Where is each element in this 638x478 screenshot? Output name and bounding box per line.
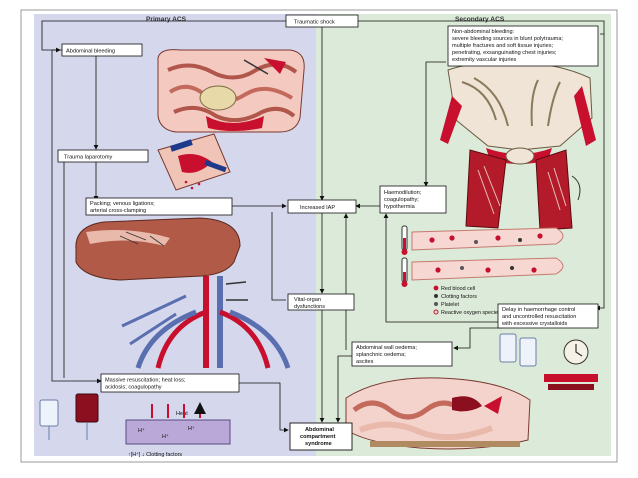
acs-box: Abdominal compartment syndrome [289,422,353,451]
vital-organ-line-1: Vital-organ [294,297,321,303]
bottom-caption: ↑[H⁺] ↓ Clotting factors [128,452,182,458]
traumatic-shock-box: Traumatic shock [285,14,359,28]
non-abdominal-line-2: severe bleeding sources in blunt polytra… [452,36,563,42]
delay-line-2: and uncontrolled resuscitation [502,314,576,320]
heat-illustration: Heat H⁺ H⁺ H⁺ ↑[H⁺] ↓ Clotting factors [125,404,231,458]
flow-arrows [41,20,605,433]
legend-swatch-ros [433,309,439,315]
legend-label-ros: Reactive oxygen species [441,310,501,316]
spine-bowel-illustration [345,377,531,450]
abdomen-illustration [157,49,305,133]
acs-line-1: Abdominal [305,427,334,433]
legend-swatch-platelet [434,302,438,306]
torso-illustration [440,61,596,231]
abdominal-bleeding-box: Abdominal bleeding [61,43,143,57]
haemodilution-line-3: hypothermia [384,204,416,210]
delay-line-3: with excessive crystalloids [501,321,567,327]
vital-organ-box: Vital-organ dysfunctions [287,293,355,311]
increased-iap-box: Increased IAP [287,199,357,214]
acs-line-2: compartment [300,434,336,440]
increased-iap-label: Increased IAP [300,205,335,211]
non-abdominal-line-4: penetrating, exsanguinating chest injuri… [452,50,557,56]
ions-label: H⁺ [138,428,145,434]
legend: Red blood cell Clotting factors Platelet… [433,285,501,316]
haemodilution-line-1: Haemodilution; [384,190,422,196]
ions-label-3: H⁺ [188,426,195,432]
crystalloid-illustration [499,333,598,390]
abdominal-wall-line-2: splanchnic oedema; [356,352,406,358]
vital-organ-line-2: dysfunctions [294,304,325,310]
trauma-laparotomy-box: Trauma laparotomy [57,149,149,163]
acs-line-3: syndrome [305,441,332,447]
massive-resuscitation-line-1: Massive resuscitation; heat loss; [105,378,186,384]
legend-label-rbc: Red blood cell [441,286,475,292]
massive-resuscitation-box: Massive resuscitation; heat loss; acidos… [100,373,240,393]
massive-resuscitation-line-2: acidosis; coagulopathy [105,385,162,391]
packing-box: Packing; venous ligations; arterial cros… [85,197,233,216]
packing-line-1: Packing; venous ligations; [90,201,155,207]
abdominal-wall-line-1: Abdominal wall oedema; [356,345,417,351]
legend-label-clotting: Clotting factors [441,294,477,300]
heat-label: Heat [176,411,188,417]
liver-vessels-illustration [75,217,291,369]
legend-swatch-rbc [433,285,439,291]
iv-bags-illustration [39,393,99,440]
packing-line-2: arterial cross-clamping [90,208,146,214]
traumatic-shock-label: Traumatic shock [294,20,335,26]
trauma-laparotomy-label: Trauma laparotomy [64,155,112,161]
non-abdominal-line-5: extremity vascular injuries [452,57,517,63]
haemodilution-line-2: coagulopathy; [384,197,419,203]
ions-label-2: H⁺ [162,434,169,440]
non-abdominal-line-1: Non-abdominal bleeding: [452,29,515,35]
legend-label-platelet: Platelet [441,302,459,308]
non-abdominal-bleeding-box: Non-abdominal bleeding: severe bleeding … [447,25,599,67]
secondary-acs-header: Secondary ACS [455,16,505,23]
abdominal-wall-box: Abdominal wall oedema; splanchnic oedema… [351,341,453,367]
blood-vessels-illustration [401,225,564,287]
haemodilution-box: Haemodilution; coagulopathy; hypothermia [379,185,447,214]
legend-swatch-clotting [434,294,438,298]
primary-acs-header: Primary ACS [146,16,187,23]
delay-line-1: Delay in haemorrhage control [502,307,575,313]
abdominal-bleeding-label: Abdominal bleeding [66,49,115,55]
laparotomy-illustration [157,133,231,191]
non-abdominal-line-3: multiple fractures and soft tissue injur… [452,43,553,49]
abdominal-wall-line-3: ascites [356,359,374,365]
delay-box: Delay in haemorrhage control and uncontr… [497,303,599,329]
